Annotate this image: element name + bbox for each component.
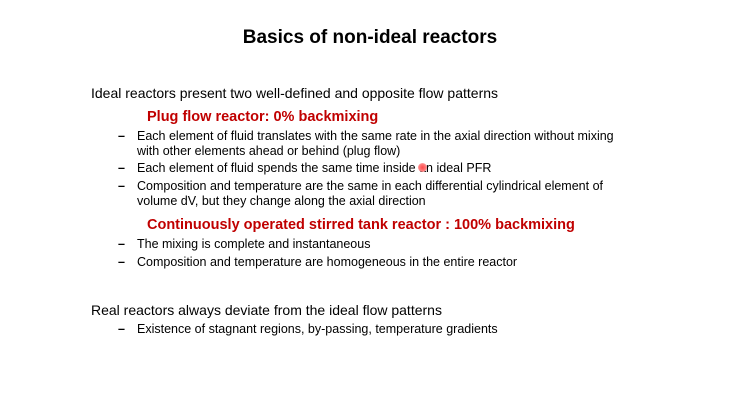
cstr-heading: Continuously operated stirred tank react… — [147, 217, 575, 233]
bullet-dash: – — [118, 237, 125, 251]
bullet-text: The mixing is complete and instantaneous — [137, 237, 371, 251]
laser-pointer-dot — [418, 163, 427, 172]
pfr-bullet-3: – Composition and temperature are the sa… — [118, 179, 618, 209]
real-bullet-1: – Existence of stagnant regions, by-pass… — [118, 322, 618, 337]
bullet-text: Composition and temperature are homogene… — [137, 255, 518, 269]
pfr-heading: Plug flow reactor: 0% backmixing — [147, 109, 379, 125]
slide-title: Basics of non-ideal reactors — [242, 27, 498, 48]
intro-text: Ideal reactors present two well-defined … — [91, 85, 499, 101]
bullet-text: Each element of fluid spends the same ti… — [137, 161, 492, 175]
bullet-dash: – — [118, 161, 125, 175]
bullet-dash: – — [118, 179, 125, 193]
cstr-bullet-2: – Composition and temperature are homoge… — [118, 255, 618, 270]
pfr-bullet-1: – Each element of fluid translates with … — [118, 129, 618, 159]
real-reactors-text: Real reactors always deviate from the id… — [91, 302, 442, 318]
bullet-text: Composition and temperature are the same… — [137, 179, 603, 208]
pfr-bullet-2: – Each element of fluid spends the same … — [118, 161, 618, 176]
bullet-text: Existence of stagnant regions, by-passin… — [137, 322, 498, 336]
bullet-text: Each element of fluid translates with th… — [137, 129, 614, 158]
cstr-bullet-1: – The mixing is complete and instantaneo… — [118, 237, 618, 252]
bullet-dash: – — [118, 255, 125, 269]
bullet-dash: – — [118, 129, 125, 143]
bullet-dash: – — [118, 322, 125, 336]
